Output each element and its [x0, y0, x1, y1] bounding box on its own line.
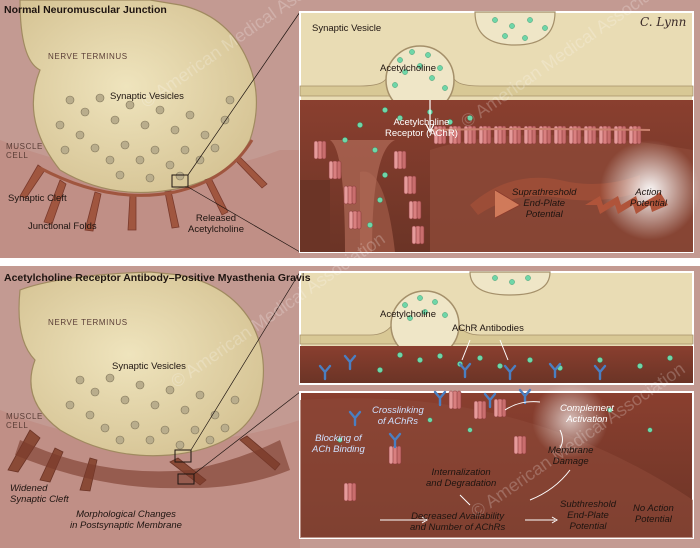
action-potential-label: Action Potential	[630, 187, 667, 209]
top-inset	[299, 11, 700, 253]
internalization-label: Internalization and Degradation	[426, 467, 497, 489]
widened-cleft-label: Widened Synaptic Cleft	[10, 483, 69, 505]
muscle-cell-label: MUSCLE CELL	[6, 412, 43, 431]
released-ach-label: Released Acetylcholine	[188, 213, 244, 235]
membrane-damage-label: Membrane Damage	[548, 445, 594, 467]
bottom-inset-lower	[299, 382, 694, 539]
top-title: Normal Neuromuscular Junction	[4, 4, 167, 16]
junctional-folds-label: Junctional Folds	[28, 221, 97, 232]
complement-activation-label: Complement Activation	[560, 403, 614, 425]
crosslinking-label: Crosslinking of AChRs	[372, 405, 424, 427]
suprathreshold-label: Suprathreshold End-Plate Potential	[512, 187, 577, 220]
subthreshold-label: Subthreshold End-Plate Potential	[560, 499, 616, 532]
nerve-terminus-label: NERVE TERMINUS	[48, 52, 128, 61]
bottom-panel	[0, 266, 700, 548]
synaptic-vesicles-label: Synaptic Vesicles	[112, 361, 186, 372]
inset-acetylcholine-label: Acetylcholine	[380, 309, 436, 320]
synaptic-vesicles-label: Synaptic Vesicles	[110, 91, 184, 102]
bottom-inset-upper	[299, 271, 694, 385]
synaptic-cleft-label: Synaptic Cleft	[8, 193, 67, 204]
signature: C. Lynn	[640, 15, 687, 29]
bottom-title: Acetylcholine Receptor Antibody–Positive…	[4, 272, 311, 284]
top-panel	[0, 0, 700, 258]
achr-label: Acetylcholine Receptor (AChR)	[385, 117, 458, 139]
inset-acetylcholine-label: Acetylcholine	[380, 63, 436, 74]
nerve-terminus-label: NERVE TERMINUS	[48, 318, 128, 327]
inset-synaptic-vesicle-label: Synaptic Vesicle	[312, 23, 382, 34]
no-action-potential-label: No Action Potential	[633, 503, 674, 525]
achr-antibodies-label: AChR Antibodies	[452, 323, 524, 334]
decreased-availability-label: Decreased Availability and Number of ACh…	[410, 511, 506, 533]
panel-divider	[0, 258, 700, 266]
blocking-label: Blocking of ACh Binding	[312, 433, 365, 455]
morphological-changes-label: Morphological Changes in Postsynaptic Me…	[70, 509, 182, 531]
muscle-cell-label: MUSCLE CELL	[6, 142, 43, 161]
